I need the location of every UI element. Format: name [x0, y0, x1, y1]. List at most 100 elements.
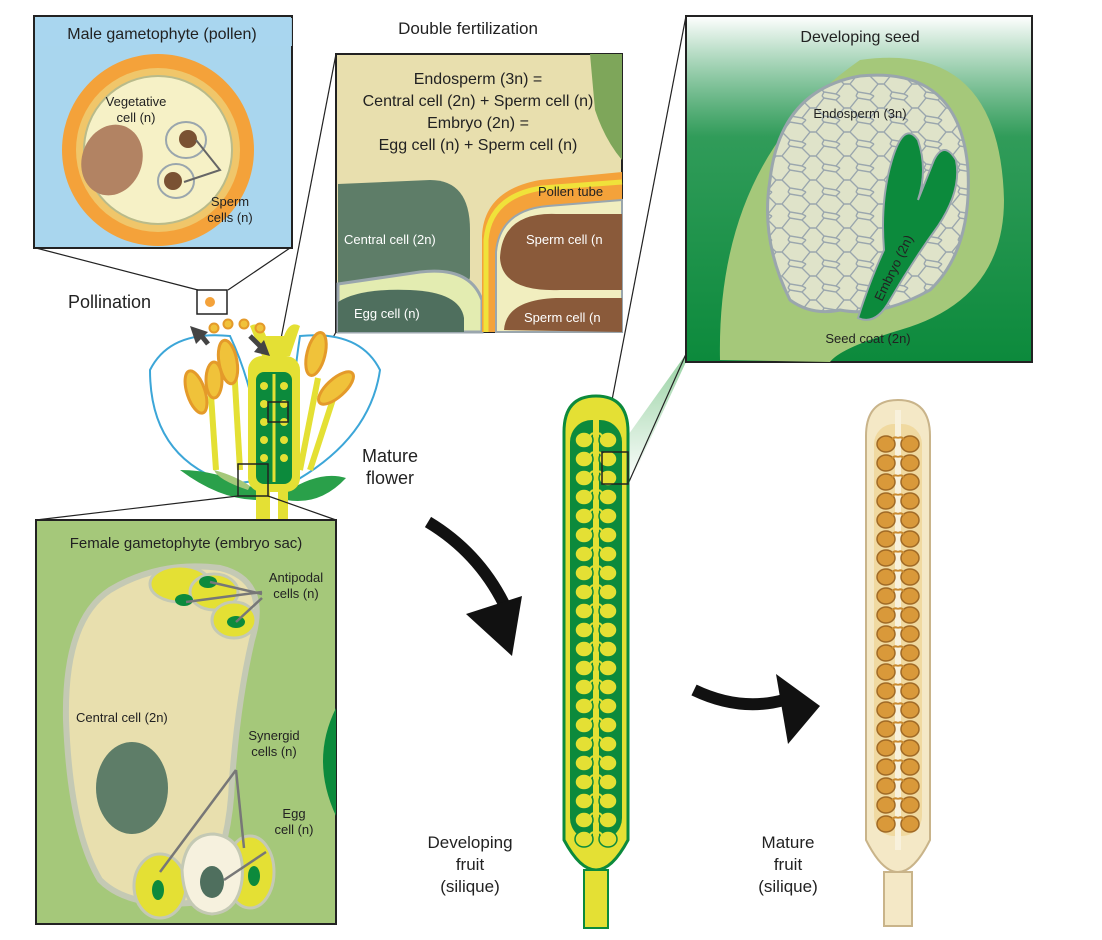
funiculus	[897, 702, 905, 707]
central-cell-label-female: Central cell (2n)	[76, 710, 168, 725]
funiculus	[897, 816, 905, 821]
seed	[598, 564, 618, 582]
central-cell-label: Central cell (2n)	[344, 232, 436, 247]
mature-fruit-label-3: (silique)	[758, 877, 818, 896]
funiculus	[589, 660, 597, 665]
seed	[876, 758, 896, 776]
seed	[598, 488, 618, 506]
funiculus	[891, 588, 899, 593]
funiculus	[897, 550, 905, 555]
funiculus	[595, 812, 603, 817]
central-cell-shape	[338, 180, 470, 290]
pollination-label: Pollination	[68, 292, 151, 312]
seed	[574, 811, 594, 829]
seed	[876, 606, 896, 624]
seed	[574, 469, 594, 487]
seed	[900, 644, 920, 662]
sperm-cell-nucleus	[164, 172, 182, 190]
funiculus	[897, 664, 905, 669]
mature-fruit-label: Mature	[762, 833, 815, 852]
funiculus	[595, 603, 603, 608]
funiculus	[891, 740, 899, 745]
funiculus	[897, 436, 905, 441]
seed	[574, 621, 594, 639]
funiculus	[589, 679, 597, 684]
funiculus	[595, 584, 603, 589]
seed	[876, 473, 896, 491]
double-fertilization-panel: Double fertilization Endosperm (3n) = Ce…	[267, 19, 623, 421]
seed	[900, 625, 920, 643]
seed	[598, 830, 618, 848]
fert-eq-2: Central cell (2n) + Sperm cell (n)	[363, 93, 594, 110]
seed	[598, 469, 618, 487]
seed	[598, 754, 618, 772]
seed	[574, 773, 594, 791]
funiculus	[589, 774, 597, 779]
funiculus	[891, 512, 899, 517]
seed	[900, 682, 920, 700]
endosperm-label: Endosperm (3n)	[813, 106, 906, 121]
seed	[900, 454, 920, 472]
female-panel-title: Female gametophyte (embryo sac)	[70, 535, 303, 552]
funiculus	[897, 455, 905, 460]
seed	[876, 701, 896, 719]
funiculus	[589, 641, 597, 646]
pollen-tube-shape	[482, 172, 622, 332]
seed	[574, 735, 594, 753]
seed	[598, 583, 618, 601]
seed	[900, 568, 920, 586]
seed	[574, 754, 594, 772]
funiculus	[589, 793, 597, 798]
funiculus	[891, 607, 899, 612]
pollen-zoom-box	[196, 289, 228, 315]
seed	[574, 564, 594, 582]
seed	[900, 815, 920, 833]
mature-flower-label: Mature	[362, 446, 418, 466]
funiculus	[595, 527, 603, 532]
sperm-cell-nucleus	[179, 130, 197, 148]
seed	[876, 625, 896, 643]
male-gametophyte-panel: Male gametophyte (pollen) Vegetative cel…	[33, 15, 293, 291]
fertilization-zoom-box	[267, 401, 289, 423]
funiculus	[891, 474, 899, 479]
funiculus	[589, 622, 597, 627]
seed	[900, 473, 920, 491]
funiculus	[595, 489, 603, 494]
seed	[876, 644, 896, 662]
mature-silique	[865, 398, 931, 927]
funiculus	[595, 432, 603, 437]
seed-coat-label: Seed coat (2n)	[825, 331, 910, 346]
vegetative-cell-label-2: cell (n)	[116, 110, 155, 125]
seed	[574, 450, 594, 468]
seed	[876, 492, 896, 510]
seed	[598, 431, 618, 449]
seed	[574, 792, 594, 810]
seed	[900, 435, 920, 453]
funiculus	[595, 660, 603, 665]
seed	[876, 777, 896, 795]
funiculus	[891, 683, 899, 688]
funiculus	[595, 793, 603, 798]
funiculus	[891, 569, 899, 574]
embryo-sac-zoom-box	[237, 463, 269, 497]
developing-seed-panel: Developing seed Endosperm (3n) Embryo (2…	[601, 15, 1033, 485]
seed	[574, 583, 594, 601]
seed	[598, 716, 618, 734]
antipodal-cells	[148, 564, 258, 640]
funiculus	[897, 645, 905, 650]
funiculus	[897, 797, 905, 802]
funiculus	[891, 436, 899, 441]
sperm-cell-shape	[500, 213, 622, 291]
mature-fruit-label-2: fruit	[774, 855, 803, 874]
funiculus	[595, 641, 603, 646]
funiculus	[897, 474, 905, 479]
seed	[900, 606, 920, 624]
funiculus	[891, 626, 899, 631]
funiculus	[595, 736, 603, 741]
seed	[574, 488, 594, 506]
funiculus	[595, 774, 603, 779]
funiculus	[589, 451, 597, 456]
funiculus	[589, 584, 597, 589]
seed	[598, 602, 618, 620]
